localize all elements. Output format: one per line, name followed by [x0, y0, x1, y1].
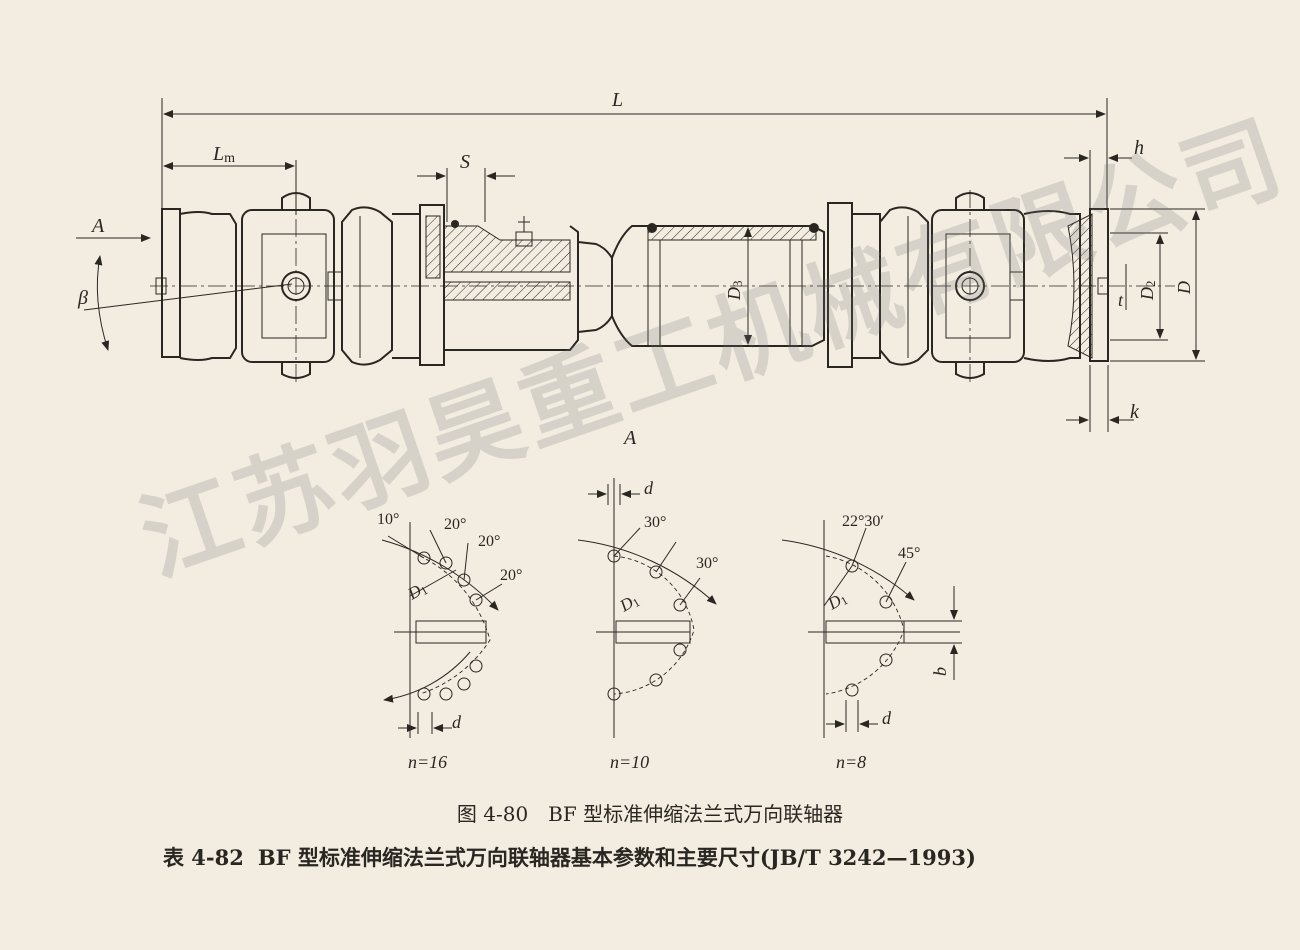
- angle-n16-2: 20°: [444, 516, 466, 533]
- label-D1-n8: D1: [824, 588, 851, 615]
- angle-n8-1: 22°30′: [842, 513, 884, 530]
- dimension-S: S: [417, 151, 515, 222]
- label-k: k: [1130, 401, 1140, 423]
- bolt-holes-n8: [845, 559, 893, 697]
- label-n8: n=8: [836, 752, 866, 772]
- label-d-n16: d: [452, 712, 462, 732]
- flange-view-n10: 30° 30° D1 d n=10: [577, 478, 718, 772]
- label-D1-n10: D1: [616, 590, 643, 617]
- bolt-holes-n16: [417, 551, 483, 701]
- label-D2: D2: [1137, 281, 1158, 302]
- label-b-n8: b: [930, 667, 950, 676]
- dimension-h: h: [1064, 137, 1144, 210]
- coupling-shaft: D3: [150, 190, 1175, 384]
- label-n10: n=10: [610, 752, 649, 772]
- table-title: BF 型标准伸缩法兰式万向联轴器基本参数和主要尺寸(JB/T 3242—1993…: [257, 845, 976, 870]
- label-beta: β: [77, 287, 88, 309]
- table-caption: 表 4-82 BF 型标准伸缩法兰式万向联轴器基本参数和主要尺寸(JB/T 324…: [163, 842, 990, 872]
- label-n16: n=16: [408, 752, 447, 772]
- label-L: L: [611, 89, 623, 111]
- label-d-n10: d: [644, 478, 654, 498]
- figure-number: 图 4-80: [456, 802, 529, 826]
- label-d-n8: d: [882, 708, 892, 728]
- bolt-holes-n10: [607, 549, 687, 701]
- angle-n10-2: 30°: [696, 555, 718, 572]
- angle-n10-1: 30°: [644, 514, 666, 531]
- label-t: t: [1118, 290, 1124, 310]
- label-A-left: A: [90, 215, 105, 237]
- label-Lm: Lm: [212, 143, 235, 166]
- table-number: 表 4-82: [163, 845, 244, 870]
- label-h: h: [1134, 137, 1144, 159]
- label-D: D: [1174, 281, 1194, 295]
- angle-n8-2: 45°: [898, 545, 920, 562]
- label-A-view: A: [622, 427, 637, 449]
- flange-view-n16: 10° 20° 20° 20° D1 d n=16: [377, 511, 522, 772]
- figure-caption: 图 4-80 BF 型标准伸缩法兰式万向联轴器: [0, 798, 1300, 827]
- dimension-L: L: [161, 89, 1108, 210]
- angle-n16-1: 10°: [377, 511, 399, 528]
- angle-indicator: A β: [76, 215, 293, 351]
- dimension-Lm: Lm: [163, 143, 297, 215]
- angle-n16-3: 20°: [478, 533, 500, 550]
- figure-title: BF 型标准伸缩法兰式万向联轴器: [548, 802, 844, 826]
- flange-view-n8: 22°30′ 45° D1 b d n=8: [781, 513, 962, 772]
- label-D3: D3: [724, 281, 745, 302]
- angle-n16-4: 20°: [500, 567, 522, 584]
- label-S: S: [460, 151, 470, 173]
- right-dimensions: D D2 t k: [1066, 208, 1205, 432]
- label-D1-n16: D1: [404, 578, 431, 605]
